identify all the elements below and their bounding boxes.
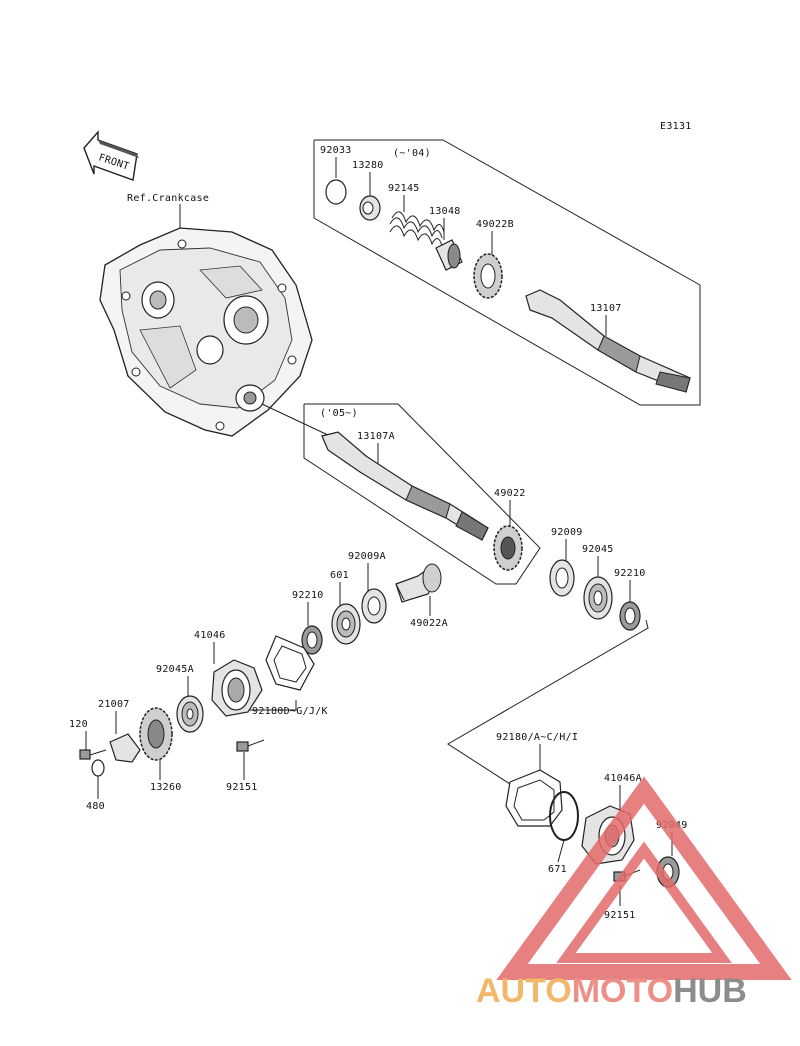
part-label-92045A: 92045A	[156, 664, 194, 675]
part-label-41046A: 41046A	[604, 773, 642, 784]
part-label-92180DGJK: 92180D~G/J/K	[252, 706, 328, 717]
part-label-21007: 21007	[98, 699, 130, 710]
part-label-13280: 13280	[352, 160, 384, 171]
part-label-480: 480	[86, 801, 105, 812]
watermark-text-moto: MOTO	[572, 972, 673, 1010]
watermark-text-auto: AUTO	[476, 972, 572, 1010]
part-92180-gasket-upper	[265, 635, 315, 691]
part-92045A-bearing	[176, 695, 204, 733]
diagram-code: E3131	[660, 121, 692, 132]
part-label-92210-b: 92210	[292, 590, 324, 601]
part-label-92033: 92033	[320, 145, 352, 156]
part-label-13107A: 13107A	[357, 431, 395, 442]
part-label-49022: 49022	[494, 488, 526, 499]
part-label-13107: 13107	[590, 303, 622, 314]
part-13107A-shaft	[321, 431, 489, 541]
part-13107-shaft	[525, 289, 691, 393]
part-label-41046: 41046	[194, 630, 226, 641]
front-arrow-icon: FRONT	[83, 130, 139, 181]
part-label-92009: 92009	[551, 527, 583, 538]
part-label-120: 120	[69, 719, 88, 730]
part-label-601: 601	[330, 570, 349, 581]
watermark-logo	[496, 776, 792, 980]
group-label-upper: (~'04)	[393, 148, 431, 159]
part-41046-housing	[211, 659, 263, 717]
part-label-92009A: 92009A	[348, 551, 386, 562]
part-49022A-drive-gear	[395, 563, 442, 603]
part-92045-bearing	[583, 576, 613, 620]
part-92033-circlip	[325, 179, 347, 205]
part-92009-seal	[549, 559, 575, 597]
part-label-92145: 92145	[388, 183, 420, 194]
watermark-text: AUTOMOTOHUB	[476, 972, 747, 1010]
part-label-49022A: 49022A	[410, 618, 448, 629]
part-49022-gear	[493, 525, 523, 571]
part-92009A-seal	[361, 588, 387, 624]
part-label-671: 671	[548, 864, 567, 875]
part-label-92045: 92045	[582, 544, 614, 555]
part-21007-rotor	[109, 733, 141, 763]
part-49022B-gear	[473, 253, 503, 299]
part-13280-bushing	[359, 195, 381, 221]
part-92210-seal-b	[301, 625, 323, 655]
part-120-bolt	[79, 749, 107, 760]
part-92180-gasket-lower	[505, 769, 563, 827]
part-label-92151-a: 92151	[226, 782, 258, 793]
part-label-13048: 13048	[429, 206, 461, 217]
part-480-washer	[91, 759, 105, 777]
crankcase-illustration	[99, 227, 313, 437]
ref-crankcase-label: Ref.Crankcase	[127, 193, 209, 204]
part-label-92210-a: 92210	[614, 568, 646, 579]
part-92145-spring	[389, 211, 445, 247]
part-13048-sleeve	[435, 239, 463, 271]
part-label-13260: 13260	[150, 782, 182, 793]
watermark-text-hub: HUB	[673, 972, 747, 1010]
part-671-o-ring	[549, 791, 579, 841]
part-92210-seal-a	[619, 601, 641, 631]
group-label-middle: ('05~)	[320, 408, 358, 419]
part-601-bearing	[331, 603, 361, 645]
part-92151-bolt-a	[236, 739, 265, 752]
part-label-49022B: 49022B	[476, 219, 514, 230]
part-label-92151-b: 92151	[604, 910, 636, 921]
part-label-92180ACHI: 92180/A~C/H/I	[496, 732, 578, 743]
part-13260-gear	[139, 707, 173, 761]
